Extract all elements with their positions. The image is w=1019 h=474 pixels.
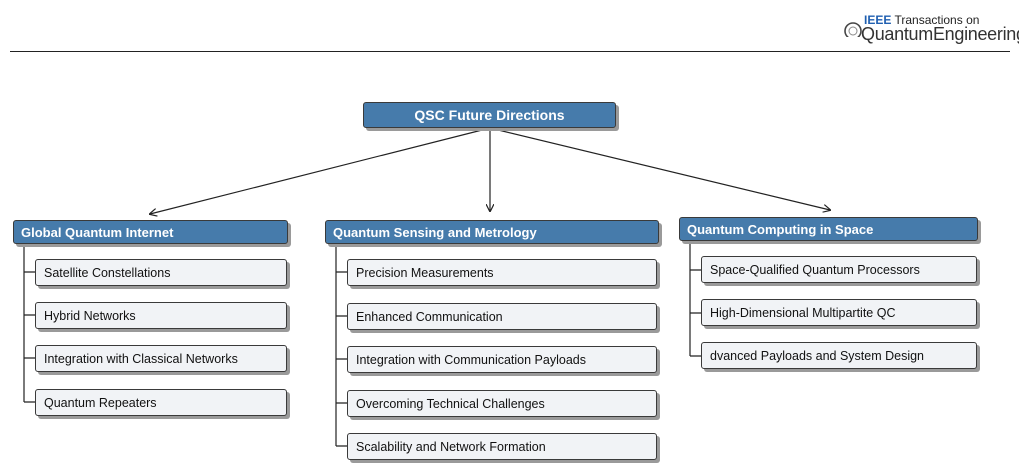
tree-branch-2 [335, 243, 347, 447]
leaf-node-space-qualified-processors: Space-Qualified Quantum Processors [701, 256, 977, 283]
header-rule [10, 51, 1010, 52]
leaf-node-precision-measurements: Precision Measurements [347, 259, 657, 286]
branch-node-quantum-computing-space: Quantum Computing in Space [679, 217, 978, 241]
leaf-node-advanced-payloads-system-design: dvanced Payloads and System Design [701, 342, 977, 369]
root-node: QSC Future Directions [363, 102, 616, 128]
tree-branch-1 [23, 243, 35, 403]
leaf-node-quantum-repeaters: Quantum Repeaters [35, 389, 287, 416]
q-ring-icon [844, 22, 862, 37]
leaf-node-satellite-constellations: Satellite Constellations [35, 259, 287, 286]
edge-root-branch-3 [489, 127, 830, 210]
leaf-node-enhanced-communication: Enhanced Communication [347, 303, 657, 330]
tree-branch-3 [689, 241, 701, 357]
branch-node-global-quantum-internet: Global Quantum Internet [13, 220, 288, 244]
leaf-node-scalability-network-formation: Scalability and Network Formation [347, 433, 657, 460]
journal-logo: IEEE Transactions on QuantumEngineering [842, 13, 1019, 45]
leaf-node-hybrid-networks: Hybrid Networks [35, 302, 287, 329]
logo-line1: IEEE Transactions on [864, 13, 980, 27]
branch-node-quantum-sensing-metrology: Quantum Sensing and Metrology [325, 220, 659, 244]
logo-line2: QuantumEngineering [861, 24, 1019, 44]
leaf-node-overcoming-technical-challenges: Overcoming Technical Challenges [347, 390, 657, 417]
edge-root-branch-1 [150, 127, 491, 214]
leaf-node-integration-classical-networks: Integration with Classical Networks [35, 345, 287, 372]
leaf-node-high-dimensional-multipartite-qc: High-Dimensional Multipartite QC [701, 299, 977, 326]
logo-brand: IEEE [864, 13, 892, 27]
leaf-node-integration-communication-payloads: Integration with Communication Payloads [347, 346, 657, 373]
